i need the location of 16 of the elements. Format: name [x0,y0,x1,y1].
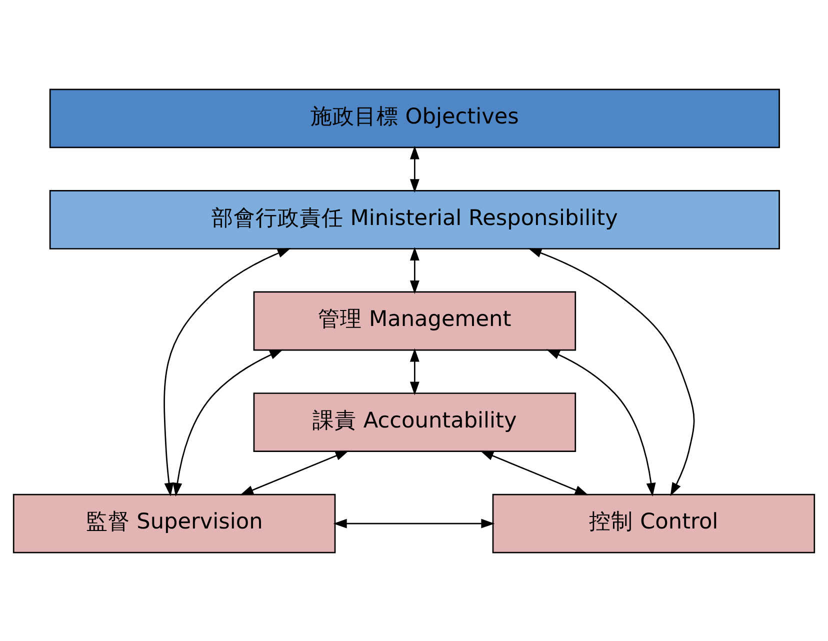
arrow [410,348,420,395]
arrow [164,248,291,496]
arrow [410,246,420,294]
node-box: 課責 Accountability [253,392,576,452]
arrow [410,145,420,192]
node-box: 控制 Control [492,493,816,553]
arrow [172,348,284,496]
node-box: 監督 Supervision [12,493,336,553]
node-box: 管理 Management [253,290,576,350]
node-box: 部會行政責任 Ministerial Responsibility [49,190,780,249]
arrow [546,348,656,496]
arrow [240,450,349,495]
arrow [480,450,588,495]
arrow [528,248,695,496]
node-box: 施政目標 Objectives [49,88,780,148]
arrow [333,518,495,528]
